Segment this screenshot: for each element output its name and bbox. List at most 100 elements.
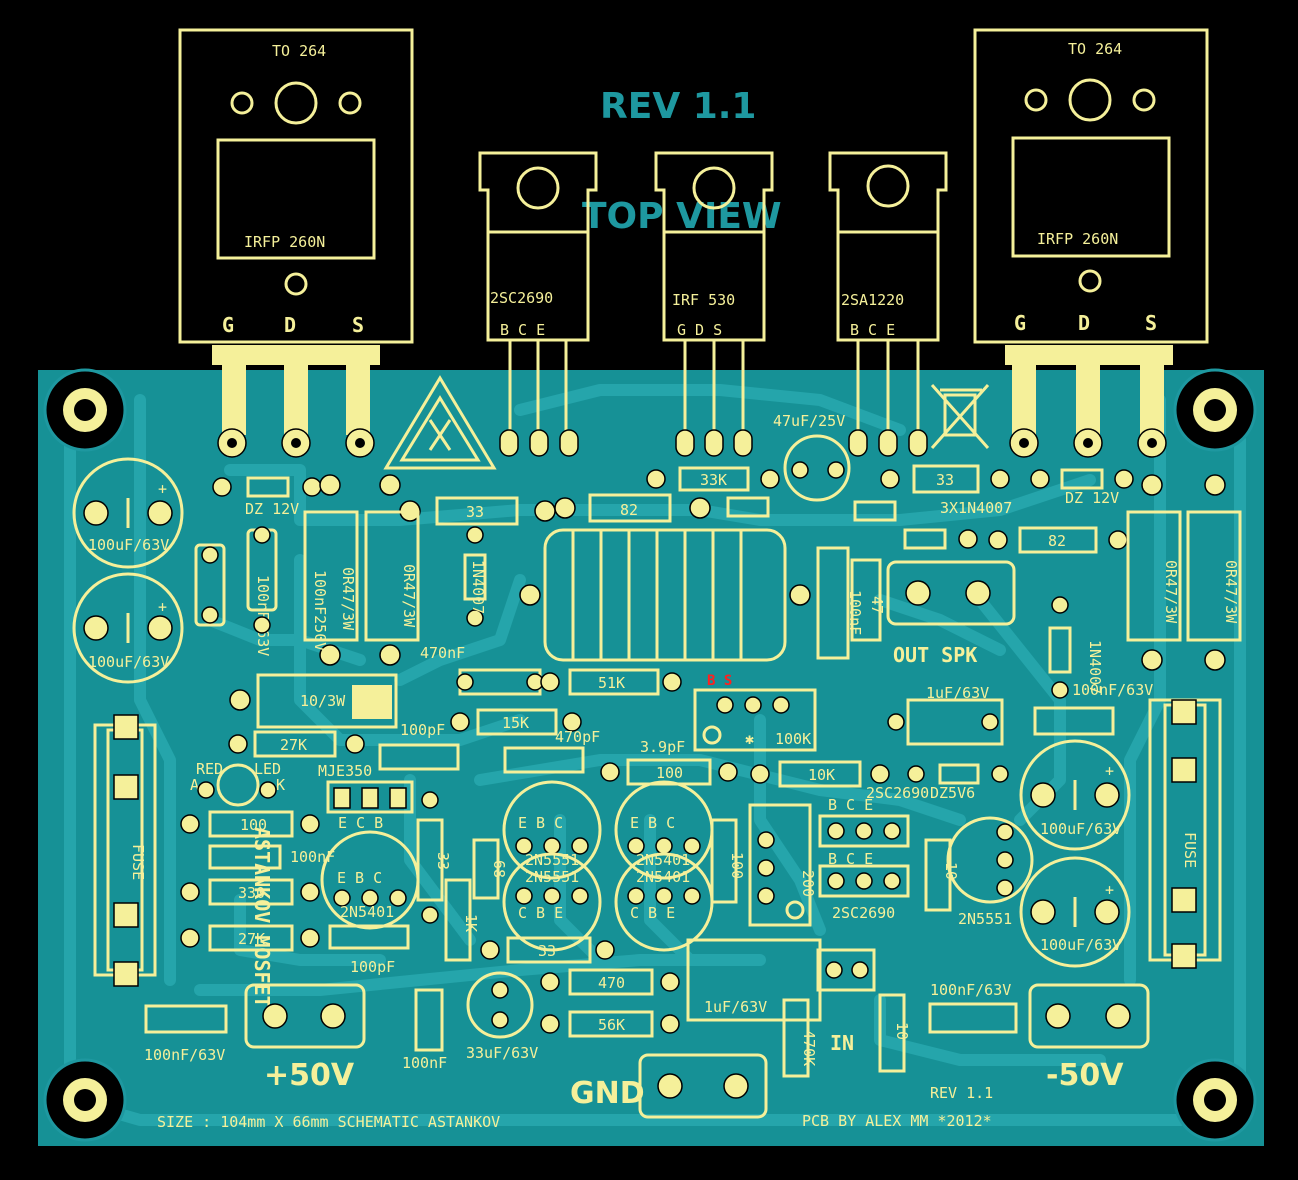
copper-traces xyxy=(64,384,1246,1126)
transistor-irf530: IRF 530 G D S xyxy=(654,151,774,457)
svg-text:IRF 530: IRF 530 xyxy=(672,291,735,309)
svg-text:1uF/63V: 1uF/63V xyxy=(704,998,767,1016)
svg-text:+: + xyxy=(158,480,167,498)
svg-text:100uF/63V: 100uF/63V xyxy=(1040,820,1121,838)
resistor-82-top: 82 xyxy=(554,493,711,523)
label-100pf: 100pF xyxy=(400,721,445,739)
capacitor-100pf xyxy=(378,743,460,771)
svg-text:GND: GND xyxy=(570,1076,645,1111)
svg-text:82: 82 xyxy=(620,501,638,519)
svg-text:100nF/63V: 100nF/63V xyxy=(144,1046,225,1064)
credit-label: PCB BY ALEX MM *2012* xyxy=(802,1112,992,1130)
resistor-330: 330 xyxy=(180,878,320,906)
svg-text:100nF/63V: 100nF/63V xyxy=(1072,681,1153,699)
output-inductor xyxy=(519,528,811,662)
transistor-2n5551-b: 2N5551 C B E xyxy=(502,852,602,952)
svg-text:D: D xyxy=(284,313,296,337)
capacitor-100uf-right-2: + 100uF/63V xyxy=(1019,856,1131,968)
svg-text:RED: RED xyxy=(196,760,223,778)
capacitor-100pf-bottom: 100pF xyxy=(328,924,410,976)
label-470nf: 470nF xyxy=(420,644,465,662)
svg-text:15K: 15K xyxy=(502,714,529,732)
mounting-hole xyxy=(43,368,127,452)
svg-text:G: G xyxy=(1014,311,1026,335)
svg-text:100uF/63V: 100uF/63V xyxy=(1040,936,1121,954)
svg-text:100: 100 xyxy=(656,764,683,782)
svg-text:68: 68 xyxy=(490,860,508,878)
svg-text:470K: 470K xyxy=(800,1030,818,1066)
capacitor-100nf-63v-vertical: 100nF/63V xyxy=(194,543,272,656)
svg-text:100nF: 100nF xyxy=(402,1054,447,1072)
svg-text:330: 330 xyxy=(238,884,265,902)
resistor-100-vertical: 100 xyxy=(710,818,746,904)
svg-text:S: S xyxy=(1145,311,1157,335)
svg-text:+50V: +50V xyxy=(264,1058,355,1093)
resistor-33-bottom: 33 xyxy=(480,936,615,964)
resistor-10k: 10K xyxy=(750,760,890,788)
svg-text:27K: 27K xyxy=(238,930,265,948)
svg-text:IRFP 260N: IRFP 260N xyxy=(244,233,325,251)
svg-text:2SA1220: 2SA1220 xyxy=(841,291,904,309)
svg-text:2N5401: 2N5401 xyxy=(636,868,690,886)
svg-text:10K: 10K xyxy=(808,766,835,784)
capacitor-100uf-left-2: + 100uF/63V xyxy=(72,572,184,684)
svg-text:C B E: C B E xyxy=(518,904,563,922)
svg-text:E C B: E C B xyxy=(338,814,383,832)
svg-text:K: K xyxy=(276,776,285,794)
capacitor-100uf-right-1: + 100uF/63V xyxy=(1019,739,1131,851)
warning-triangle-icon xyxy=(383,375,497,470)
resistor-47: 47 xyxy=(850,558,886,642)
transistor-mje350: E C B xyxy=(326,780,414,832)
svg-text:1N4007: 1N4007 xyxy=(469,560,487,614)
svg-text:10/3W: 10/3W xyxy=(300,692,346,710)
svg-text:2N5551: 2N5551 xyxy=(525,868,579,886)
label-bs: B S xyxy=(707,673,732,689)
svg-text:100nF: 100nF xyxy=(290,848,335,866)
resistor-100-left: 100 xyxy=(180,810,320,838)
svg-text:+: + xyxy=(1105,881,1114,899)
svg-text:FUSE: FUSE xyxy=(129,844,147,880)
resistor-470: 470 xyxy=(540,968,680,996)
mounting-hole xyxy=(43,1058,127,1142)
svg-text:10: 10 xyxy=(893,1022,911,1040)
svg-text:2N5401: 2N5401 xyxy=(340,903,394,921)
svg-text:27K: 27K xyxy=(280,736,307,754)
diode-1n4007-left: 1N4007 xyxy=(463,526,487,627)
svg-text:1K: 1K xyxy=(462,914,480,932)
svg-text:100: 100 xyxy=(728,852,746,879)
transistor-2n5401-left: E B C 2N5401 xyxy=(320,830,420,930)
svg-text:B C E: B C E xyxy=(850,321,895,339)
svg-text:DZ 12V: DZ 12V xyxy=(1065,489,1119,507)
svg-text:2SC2690: 2SC2690 xyxy=(832,904,895,922)
svg-text:G: G xyxy=(222,313,234,337)
svg-text:47uF/25V: 47uF/25V xyxy=(773,412,845,430)
transistor-2sc2690-small: B C E 2SC2690 xyxy=(818,784,929,848)
svg-text:100nF/63V: 100nF/63V xyxy=(254,575,272,656)
mosfet-right: TO 264 IRFP 260N G D S xyxy=(973,28,1209,458)
svg-text:10: 10 xyxy=(942,862,960,880)
svg-text:B C E: B C E xyxy=(828,850,873,868)
transistor-2sc2690-b: B C E 2SC2690 xyxy=(818,850,910,922)
resistor-10-bottom: 10 xyxy=(878,993,911,1073)
svg-text:✱: ✱ xyxy=(745,730,754,748)
input-connector: IN xyxy=(816,948,876,1055)
resistor-0r47-3: 0R47/3W xyxy=(1126,474,1182,671)
label-3x1n4007: 3X1N4007 xyxy=(940,499,1012,517)
capacitor-1uf-bottom: 1uF/63V xyxy=(686,938,822,1022)
svg-text:LED: LED xyxy=(254,760,281,778)
capacitor-100nf-bottom-left: 100nF/63V xyxy=(144,1004,228,1064)
diode-row xyxy=(726,496,978,550)
resistor-10-3w: 10/3W xyxy=(229,673,398,729)
transistor-2n5551-a: E B C 2N5551 xyxy=(502,780,602,880)
resistor-1k: 1K xyxy=(444,878,480,962)
mounting-hole xyxy=(1173,368,1257,452)
capacitor-100uf-left-1: + 100uF/63V xyxy=(72,457,184,569)
svg-text:A: A xyxy=(190,776,199,794)
svg-text:B C E: B C E xyxy=(500,321,545,339)
resistor-0r47-1: 0R47/3W xyxy=(303,474,359,666)
board-title-vertical: ASTANKOV MOSFET xyxy=(250,827,274,1008)
svg-text:200: 200 xyxy=(799,870,817,897)
capacitor-100nf-left: 100nF xyxy=(208,844,335,870)
capacitor-33uf: 33uF/63V xyxy=(466,971,538,1062)
